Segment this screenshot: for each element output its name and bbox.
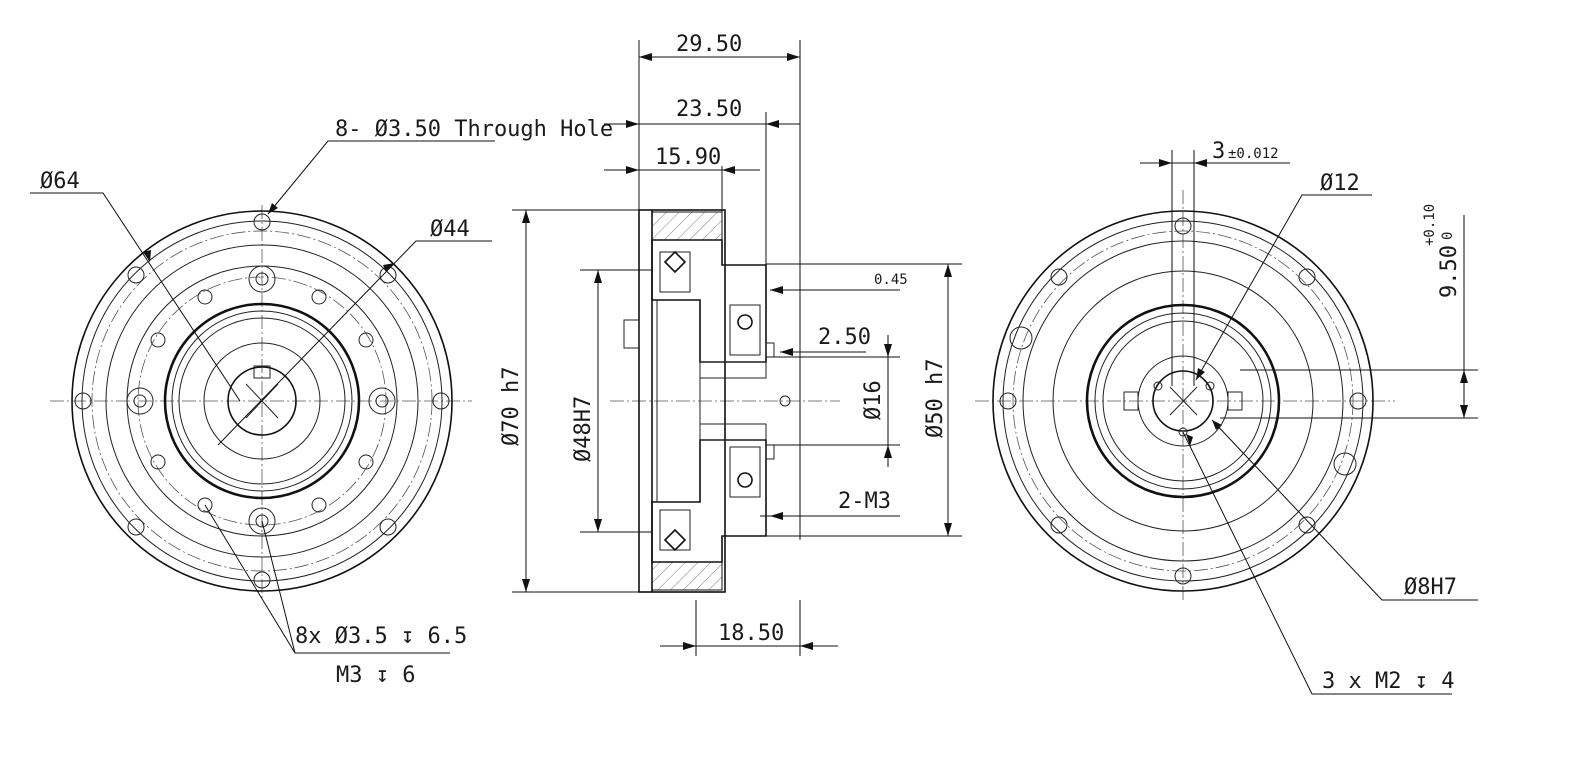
thread-2-m3: 2-M3 (838, 489, 891, 514)
tapped-holes-left-2: M3 ↧ 6 (336, 663, 415, 688)
outer-bolt-holes (74, 213, 450, 589)
key-height-tol-upper: +0.10 (1422, 204, 1438, 246)
len-29-50: 29.50 (676, 32, 742, 57)
dia-70h7: Ø70 h7 (499, 367, 524, 446)
left-annotations: 8- Ø3.50 Through Hole Ø64 Ø44 8x Ø3.5 ↧ … (30, 117, 613, 688)
section-annotations: 29.50 23.50 15.90 18.50 0.45 2.50 2-M3 (499, 32, 962, 656)
counterbored-holes (126, 265, 396, 535)
left-front-view (50, 205, 472, 600)
section-view (610, 209, 840, 593)
key-height: 9.50 (1437, 245, 1462, 298)
dia-16: Ø16 (861, 380, 886, 420)
dia-44-label: Ø44 (430, 217, 470, 242)
through-hole-label: 8- Ø3.50 Through Hole (335, 117, 613, 142)
dia-12: Ø12 (1320, 171, 1360, 196)
tapped-holes-left-1: 8x Ø3.5 ↧ 6.5 (295, 624, 467, 649)
inner-bolt-holes (150, 289, 374, 513)
rear-bolt-holes (999, 217, 1367, 585)
key-width: 3 (1212, 139, 1225, 164)
dia-8H7: Ø8H7 (1404, 575, 1457, 600)
len-15-90: 15.90 (655, 145, 721, 170)
len-18-50: 18.50 (718, 621, 784, 646)
dia-48H7: Ø48H7 (571, 396, 596, 462)
tapped-holes-right: 3 x M2 ↧ 4 (1322, 669, 1454, 694)
right-rear-view (975, 190, 1395, 600)
dia-50h7: Ø50 h7 (923, 359, 948, 438)
len-23-50: 23.50 (676, 97, 742, 122)
dia-64-label: Ø64 (40, 169, 80, 194)
right-annotations: 3 ±0.012 Ø12 9.50 +0.10 0 Ø8H7 3 x M2 ↧ … (1140, 139, 1478, 695)
len-0-45: 0.45 (874, 272, 908, 288)
key-height-tol-lower: 0 (1440, 232, 1456, 240)
key-width-tol: ±0.012 (1228, 146, 1279, 162)
len-2-50: 2.50 (818, 325, 871, 350)
